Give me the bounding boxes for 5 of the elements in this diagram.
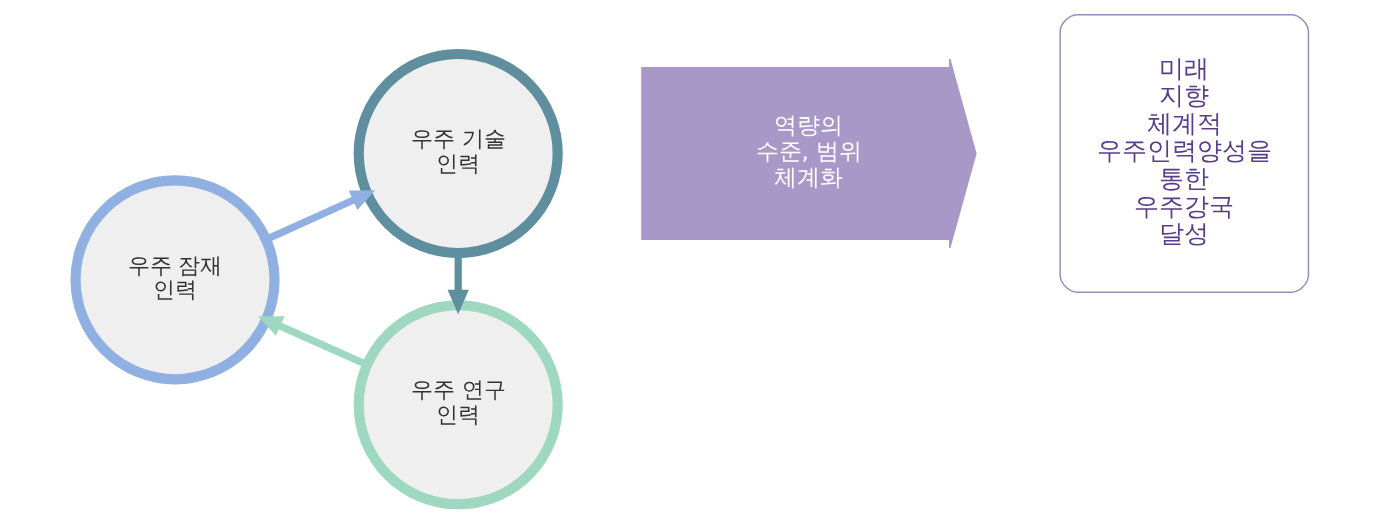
node-circle: 우주 연구 인력: [353, 299, 563, 509]
node-circle: 우주 잠재 인력: [70, 174, 280, 384]
node-circle: 우주 기술 인력: [353, 48, 563, 258]
arrow: [447, 252, 469, 314]
node-box: 미래 지향 체계적 우주인력양성을 통한 우주강국 달성: [1059, 13, 1310, 293]
